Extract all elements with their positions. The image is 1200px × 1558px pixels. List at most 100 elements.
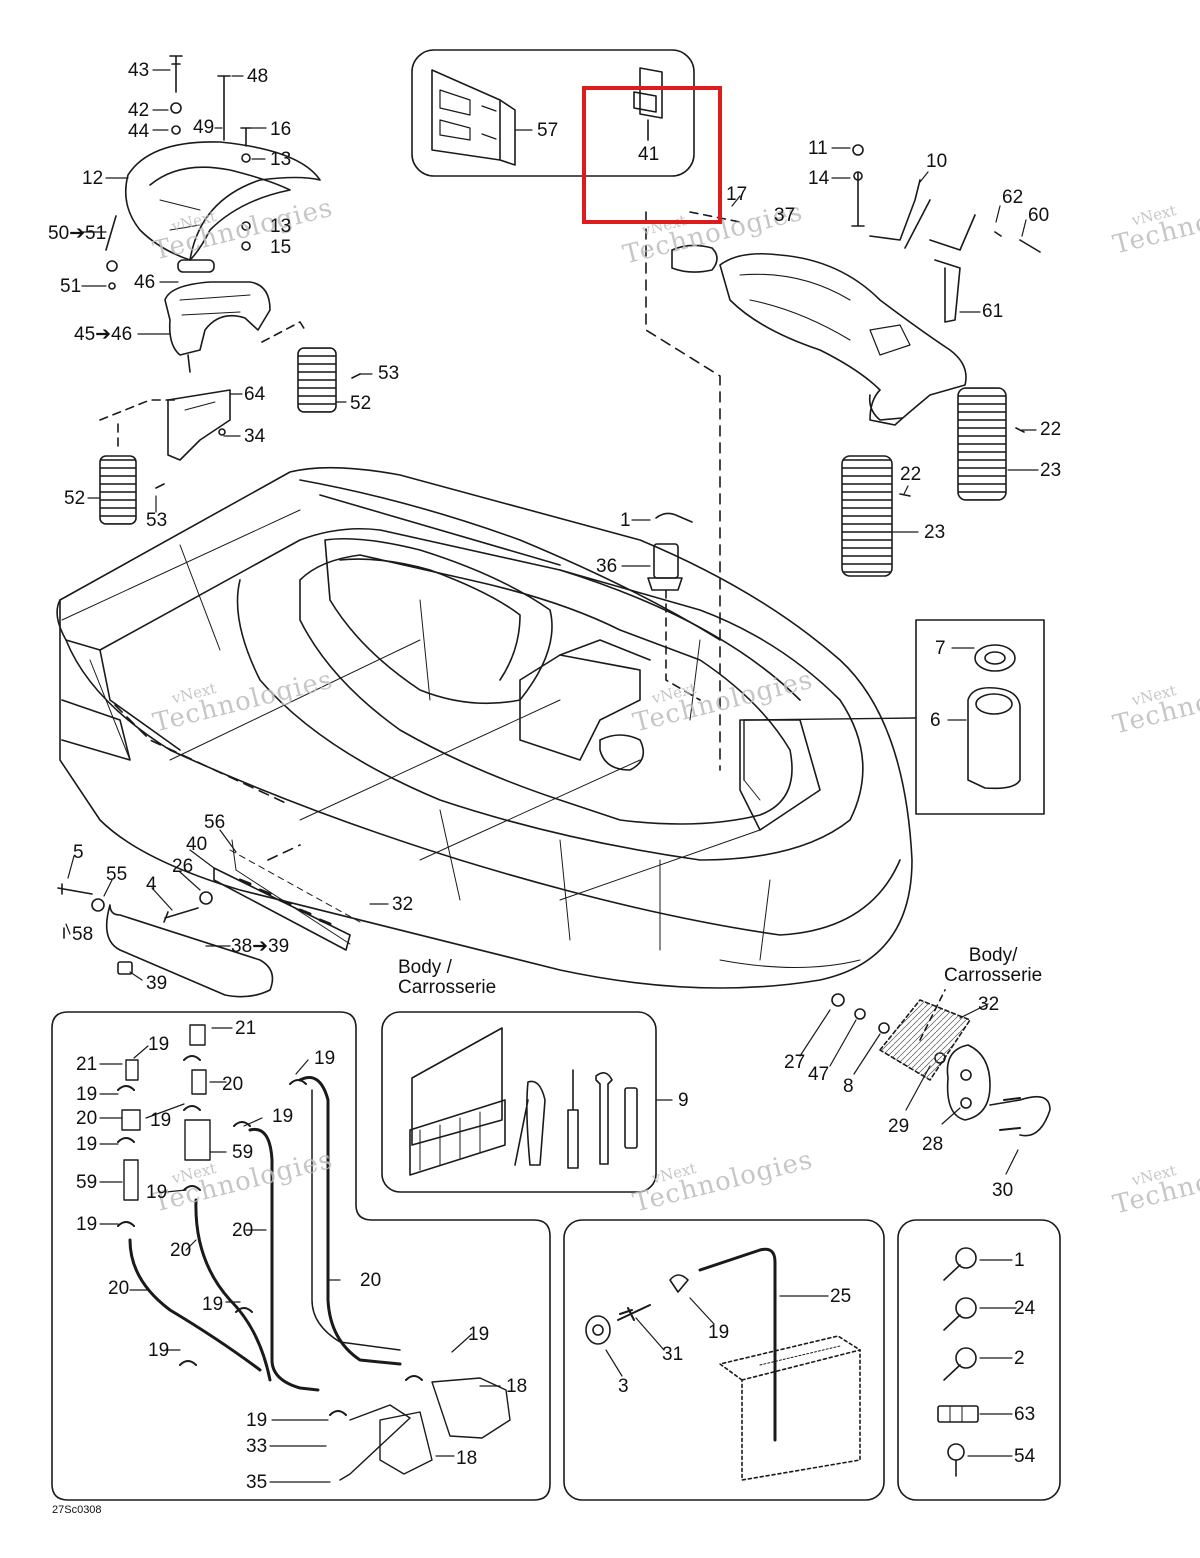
callout-19j[interactable]: 19 <box>468 1324 490 1345</box>
callout-19h[interactable]: 19 <box>76 1214 98 1235</box>
tow-hook <box>831 989 1051 1137</box>
callout-41[interactable]: 41 <box>638 144 660 165</box>
callout-15[interactable]: 15 <box>270 237 292 258</box>
callout-56[interactable]: 56 <box>204 812 226 833</box>
callout-50-51[interactable]: 50➔51 <box>48 223 107 244</box>
highlight-box-part-41[interactable] <box>582 86 722 224</box>
callout-57[interactable]: 57 <box>537 120 559 141</box>
callout-48[interactable]: 48 <box>247 66 269 87</box>
callout-45-46[interactable]: 45➔46 <box>74 324 133 345</box>
callout-18b[interactable]: 18 <box>456 1448 478 1469</box>
hull-drawing <box>56 466 913 989</box>
callout-13b[interactable]: 13 <box>270 216 292 237</box>
callout-19i[interactable]: 19 <box>202 1294 224 1315</box>
callout-42[interactable]: 42 <box>128 100 150 121</box>
callout-29[interactable]: 29 <box>888 1116 910 1137</box>
callout-24[interactable]: 24 <box>1014 1298 1036 1319</box>
callout-10[interactable]: 10 <box>926 151 948 172</box>
callout-21b[interactable]: 21 <box>76 1054 98 1075</box>
callout-40[interactable]: 40 <box>186 834 208 855</box>
callout-36[interactable]: 36 <box>596 556 618 577</box>
callout-22b[interactable]: 22 <box>900 464 922 485</box>
callout-32[interactable]: 32 <box>392 894 414 915</box>
callout-59[interactable]: 59 <box>232 1142 254 1163</box>
callout-7[interactable]: 7 <box>935 638 946 659</box>
callout-19g[interactable]: 19 <box>146 1182 168 1203</box>
callout-34[interactable]: 34 <box>244 426 266 447</box>
hose-kit <box>117 1024 511 1481</box>
callout-6[interactable]: 6 <box>930 710 941 731</box>
callout-20b[interactable]: 20 <box>76 1108 98 1129</box>
callout-19c[interactable]: 19 <box>76 1084 98 1105</box>
callout-23[interactable]: 23 <box>1040 460 1062 481</box>
callout-43[interactable]: 43 <box>128 60 150 81</box>
callout-9[interactable]: 9 <box>678 1090 689 1111</box>
callout-58[interactable]: 58 <box>72 924 94 945</box>
tool-kit <box>409 1027 638 1176</box>
callout-51[interactable]: 51 <box>60 276 82 297</box>
callout-14[interactable]: 14 <box>808 168 830 189</box>
callout-20f[interactable]: 20 <box>108 1278 130 1299</box>
callout-19-battery[interactable]: 19 <box>708 1322 730 1343</box>
callout-20[interactable]: 20 <box>222 1074 244 1095</box>
callout-53[interactable]: 53 <box>378 363 400 384</box>
callout-17[interactable]: 17 <box>726 184 748 205</box>
callout-55[interactable]: 55 <box>106 864 128 885</box>
callout-53b[interactable]: 53 <box>146 510 168 531</box>
callout-35[interactable]: 35 <box>246 1472 268 1493</box>
callout-39[interactable]: 39 <box>146 973 168 994</box>
callout-33[interactable]: 33 <box>246 1436 268 1457</box>
callout-2[interactable]: 2 <box>1014 1348 1025 1369</box>
callout-19e[interactable]: 19 <box>150 1110 172 1131</box>
callout-59b[interactable]: 59 <box>76 1172 98 1193</box>
callout-22[interactable]: 22 <box>1040 419 1062 440</box>
callout-8[interactable]: 8 <box>843 1076 854 1097</box>
callout-16[interactable]: 16 <box>270 119 292 140</box>
callout-62[interactable]: 62 <box>1002 187 1024 208</box>
callout-49[interactable]: 49 <box>193 117 215 138</box>
battery-kit-frame <box>563 1219 885 1501</box>
callout-38-39[interactable]: 38➔39 <box>231 936 290 957</box>
callout-25[interactable]: 25 <box>830 1286 852 1307</box>
callout-20e[interactable]: 20 <box>360 1270 382 1291</box>
drawing-code: 27Sc0308 <box>52 1504 102 1516</box>
callout-26[interactable]: 26 <box>172 856 194 877</box>
callout-61[interactable]: 61 <box>982 301 1004 322</box>
callout-52b[interactable]: 52 <box>64 488 86 509</box>
callout-3[interactable]: 3 <box>618 1376 629 1397</box>
clamps-kit <box>937 1247 979 1477</box>
callout-1[interactable]: 1 <box>620 510 631 531</box>
callout-13[interactable]: 13 <box>270 149 292 170</box>
callout-37[interactable]: 37 <box>774 205 796 226</box>
callout-28[interactable]: 28 <box>922 1134 944 1155</box>
callout-30[interactable]: 30 <box>992 1180 1014 1201</box>
callout-27[interactable]: 27 <box>784 1052 806 1073</box>
callout-11[interactable]: 11 <box>808 138 828 159</box>
callout-19[interactable]: 19 <box>148 1034 170 1055</box>
callout-23b[interactable]: 23 <box>924 522 946 543</box>
callout-63[interactable]: 63 <box>1014 1404 1036 1425</box>
callout-4[interactable]: 4 <box>146 874 157 895</box>
callout-20c[interactable]: 20 <box>232 1220 254 1241</box>
callout-1-clamp[interactable]: 1 <box>1014 1250 1025 1271</box>
callout-31[interactable]: 31 <box>662 1344 684 1365</box>
callout-19l[interactable]: 19 <box>246 1410 268 1431</box>
callout-44[interactable]: 44 <box>128 121 150 142</box>
cup-holder <box>743 644 1021 801</box>
callout-60[interactable]: 60 <box>1028 205 1050 226</box>
callout-52[interactable]: 52 <box>350 393 372 414</box>
callout-64[interactable]: 64 <box>244 384 266 405</box>
callout-20d[interactable]: 20 <box>170 1240 192 1261</box>
callout-47[interactable]: 47 <box>808 1064 830 1085</box>
callout-12[interactable]: 12 <box>82 168 104 189</box>
callout-19k[interactable]: 19 <box>148 1340 170 1361</box>
callout-32b[interactable]: 32 <box>978 994 1000 1015</box>
callout-18[interactable]: 18 <box>506 1376 528 1397</box>
callout-46[interactable]: 46 <box>134 272 156 293</box>
callout-5[interactable]: 5 <box>73 842 84 863</box>
callout-19d[interactable]: 19 <box>272 1106 294 1127</box>
callout-21[interactable]: 21 <box>235 1018 257 1039</box>
callout-19f[interactable]: 19 <box>76 1134 98 1155</box>
callout-54[interactable]: 54 <box>1014 1446 1036 1467</box>
callout-19b[interactable]: 19 <box>314 1048 336 1069</box>
